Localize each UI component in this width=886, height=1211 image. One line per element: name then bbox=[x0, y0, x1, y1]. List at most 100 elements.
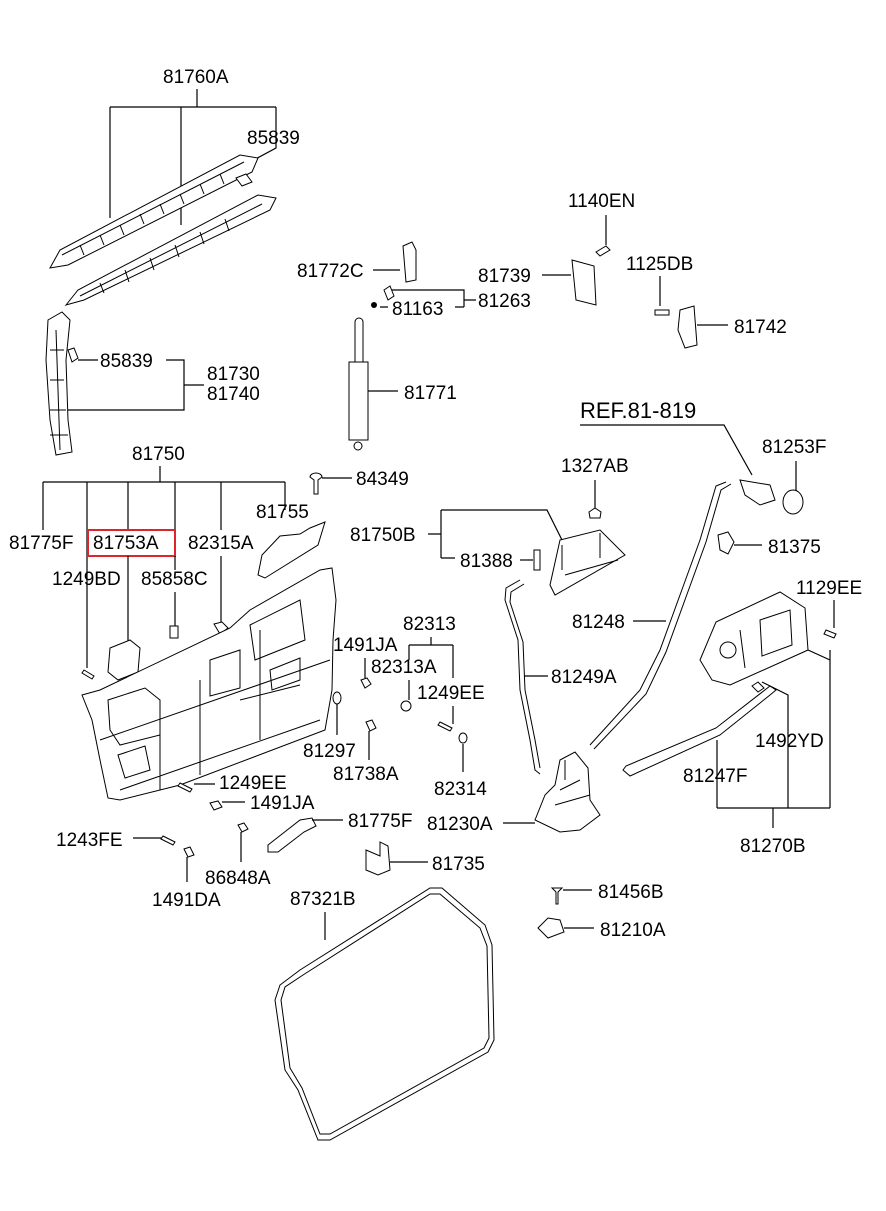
label-81775F-top[interactable]: 81775F bbox=[9, 533, 73, 554]
label-81253F[interactable]: 81253F bbox=[762, 437, 826, 458]
leader-ref bbox=[580, 424, 753, 476]
clip-1491JA-mid-part bbox=[360, 677, 372, 689]
cover-81755-part bbox=[257, 521, 326, 579]
plug-81297-part bbox=[332, 691, 342, 705]
leader-81760A bbox=[109, 89, 277, 225]
label-81297[interactable]: 81297 bbox=[303, 741, 356, 762]
label-85839-side[interactable]: 85839 bbox=[100, 351, 153, 372]
seal-81253F-part bbox=[782, 489, 804, 515]
label-81742[interactable]: 81742 bbox=[734, 317, 787, 338]
screw-1249EE-mid-part bbox=[437, 721, 453, 732]
label-81775F-low[interactable]: 81775F bbox=[348, 811, 412, 832]
bumper-81742-part bbox=[677, 305, 698, 349]
label-1125DB[interactable]: 1125DB bbox=[626, 254, 693, 275]
clip-85839-side-part bbox=[67, 347, 79, 363]
label-81740[interactable]: 81740 bbox=[207, 384, 260, 405]
rail-upper-detail bbox=[61, 161, 245, 256]
label-86848A[interactable]: 86848A bbox=[205, 868, 271, 889]
label-81248[interactable]: 81248 bbox=[572, 612, 625, 633]
label-81230A[interactable]: 81230A bbox=[427, 814, 493, 835]
label-81375[interactable]: 81375 bbox=[768, 537, 821, 558]
leader-81730 bbox=[68, 359, 204, 411]
clip-85839-top-part bbox=[235, 173, 253, 187]
label-1327AB[interactable]: 1327AB bbox=[561, 456, 629, 477]
label-1243FE[interactable]: 1243FE bbox=[56, 830, 123, 851]
clip-1492YD-part bbox=[751, 681, 765, 693]
clip-86848A-part bbox=[237, 822, 249, 833]
label-81388[interactable]: 81388 bbox=[460, 551, 513, 572]
label-81753A[interactable]: 81753A bbox=[93, 533, 159, 554]
label-1129EE[interactable]: 1129EE bbox=[796, 578, 862, 599]
label-81772C[interactable]: 81772C bbox=[297, 261, 364, 282]
label-1492YD[interactable]: 1492YD bbox=[755, 731, 824, 752]
fastener-84349-part bbox=[309, 472, 323, 495]
leader-81270B bbox=[716, 649, 831, 828]
label-82313A[interactable]: 82313A bbox=[371, 657, 437, 678]
label-1491JA-low[interactable]: 1491JA bbox=[250, 793, 315, 814]
label-1491DA[interactable]: 1491DA bbox=[152, 890, 221, 911]
cylinder-81819-part bbox=[739, 479, 776, 506]
pillar-trim-detail bbox=[50, 329, 68, 451]
bracket-81735-part bbox=[365, 841, 391, 876]
label-84349[interactable]: 84349 bbox=[356, 469, 409, 490]
ball-81163-part bbox=[371, 302, 377, 308]
part-81230A-group: 81230A bbox=[427, 751, 601, 835]
label-81739[interactable]: 81739 bbox=[478, 266, 531, 287]
screw-81456B-part bbox=[550, 887, 564, 905]
label-85858C[interactable]: 85858C bbox=[141, 569, 208, 590]
label-81738A[interactable]: 81738A bbox=[333, 764, 399, 785]
label-81247F[interactable]: 81247F bbox=[683, 766, 747, 787]
label-1140EN[interactable]: 1140EN bbox=[568, 191, 635, 212]
latch-81230A-part bbox=[534, 751, 601, 833]
label-82314[interactable]: 82314 bbox=[434, 779, 487, 800]
label-81456B[interactable]: 81456B bbox=[598, 882, 664, 903]
label-85839-top[interactable]: 85839 bbox=[247, 128, 300, 149]
label-87321B[interactable]: 87321B bbox=[290, 889, 356, 910]
label-ref-81-819[interactable]: REF.81-819 bbox=[580, 398, 696, 423]
leader-81263 bbox=[380, 289, 476, 308]
label-82313[interactable]: 82313 bbox=[403, 614, 456, 635]
hinge-81739-part bbox=[571, 259, 597, 306]
cable-81248-part bbox=[589, 481, 732, 750]
label-81750[interactable]: 81750 bbox=[132, 444, 185, 465]
label-81750B[interactable]: 81750B bbox=[350, 525, 416, 546]
label-1249EE-mid[interactable]: 1249EE bbox=[417, 683, 485, 704]
label-81760A[interactable]: 81760A bbox=[163, 67, 229, 88]
actuator-detail bbox=[719, 609, 793, 669]
part-bottom-left-group: 1249EE 1491JA 1243FE 1491DA 86848A 81775… bbox=[56, 773, 412, 911]
rod-81247F-part bbox=[622, 685, 777, 777]
leader-82313 bbox=[408, 637, 454, 678]
latch-81230A-detail bbox=[554, 760, 591, 806]
clip-81375-part bbox=[717, 531, 735, 555]
label-81270B[interactable]: 81270B bbox=[740, 836, 806, 857]
actuator-81270B-part bbox=[699, 591, 809, 686]
clip-81388-part bbox=[533, 549, 541, 571]
bracket-81750B-detail bbox=[561, 533, 619, 576]
label-1249EE-low[interactable]: 1249EE bbox=[219, 773, 287, 794]
screw-1249EE-low-part bbox=[177, 782, 193, 793]
label-81263[interactable]: 81263 bbox=[478, 291, 531, 312]
label-81771[interactable]: 81771 bbox=[404, 383, 457, 404]
screw-1243FE-part bbox=[160, 835, 176, 846]
pillar-trim-part bbox=[45, 311, 73, 456]
label-1249BD[interactable]: 1249BD bbox=[52, 569, 121, 590]
bolt-1140EN-part bbox=[595, 245, 611, 257]
fitting-81263-part bbox=[383, 285, 395, 301]
label-81210A[interactable]: 81210A bbox=[600, 920, 666, 941]
label-82315A[interactable]: 82315A bbox=[188, 533, 254, 554]
label-81735[interactable]: 81735 bbox=[432, 854, 485, 875]
part-strut-group: 81772C 81163 81263 81771 81739 1140EN 11… bbox=[297, 191, 787, 451]
leader-81750 bbox=[42, 466, 286, 668]
screw-1249BD-part bbox=[81, 669, 95, 680]
label-81730[interactable]: 81730 bbox=[207, 364, 260, 385]
label-81163[interactable]: 81163 bbox=[392, 299, 443, 320]
strut-rod-part bbox=[354, 317, 364, 363]
clip-1491DA-part bbox=[183, 846, 195, 858]
label-81755[interactable]: 81755 bbox=[256, 502, 309, 523]
part-81270B-group: 1129EE 1492YD 81247F 81270B bbox=[622, 578, 862, 857]
label-81249A[interactable]: 81249A bbox=[551, 667, 617, 688]
weatherstrip-87321B-part bbox=[274, 887, 495, 1141]
part-bottom-group: 81735 87321B 81456B 81210A bbox=[274, 841, 666, 1141]
weatherstrip-87321B-inner bbox=[280, 893, 490, 1135]
label-1491JA-mid[interactable]: 1491JA bbox=[333, 635, 398, 656]
